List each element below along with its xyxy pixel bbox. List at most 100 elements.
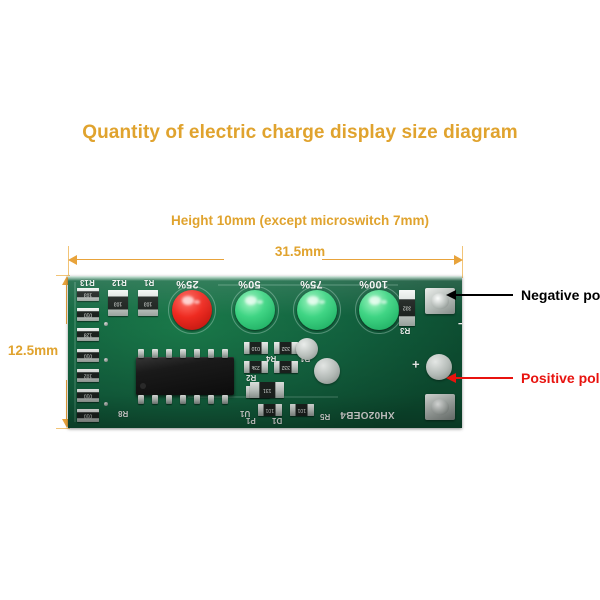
led-rim xyxy=(293,286,341,334)
smd-resistor: 101 xyxy=(290,404,314,416)
led-dome xyxy=(359,290,399,330)
ic-pin xyxy=(180,395,186,404)
smd-resistor: 103 xyxy=(77,288,99,301)
board-via xyxy=(104,358,108,362)
led-highlight xyxy=(245,296,258,306)
led-highlight-small xyxy=(256,299,263,305)
silkscreen-brand: XH02OEB4 xyxy=(340,409,395,420)
led-label-50: 50% xyxy=(238,278,261,290)
ic-pin xyxy=(180,349,186,358)
board-via xyxy=(104,402,108,406)
smd-resistor: 103 xyxy=(138,290,158,316)
silkscreen-r4: R4 xyxy=(266,354,277,363)
width-dimension-label: 31.5mm xyxy=(274,244,326,259)
smd-resistor-r3: 332 xyxy=(399,290,415,326)
led-highlight xyxy=(182,296,195,306)
arrow-bar-left xyxy=(74,259,224,260)
led-label-75: 75% xyxy=(300,278,323,290)
silkscreen-r13: R13 xyxy=(80,278,95,287)
callout-arrowhead xyxy=(446,373,456,383)
arrow-head-bottom xyxy=(61,419,72,428)
led-rim xyxy=(231,286,279,334)
arrow-head-right xyxy=(454,254,463,265)
pad-hole xyxy=(431,399,449,415)
ic-pin xyxy=(222,349,228,358)
width-dimension-arrow xyxy=(68,253,463,265)
silkscreen-r8: R8 xyxy=(118,409,129,418)
ic-pin xyxy=(208,395,214,404)
board-top-glare xyxy=(68,276,462,281)
ic-pin xyxy=(194,349,200,358)
led-label-100: 100% xyxy=(359,278,388,290)
led-highlight xyxy=(369,296,382,306)
smd-resistor: 128 xyxy=(77,328,99,341)
silkscreen-d1: D1 xyxy=(272,416,283,425)
smd-resistor: 103 xyxy=(108,290,128,316)
ic-pin xyxy=(208,349,214,358)
silkscreen-r1: R1 xyxy=(144,278,155,287)
ic-pin xyxy=(222,395,228,404)
silkscreen-plus: + xyxy=(412,357,420,372)
smd-diode-131: 131 xyxy=(250,382,284,398)
callout-negative-label: Negative pole xyxy=(521,287,600,303)
smd-resistor: 23k xyxy=(244,361,268,373)
ic-pin xyxy=(138,395,144,404)
silkscreen-p1: P1 xyxy=(246,416,256,425)
led-highlight-small xyxy=(380,299,387,305)
led-highlight-small xyxy=(193,299,200,305)
smd-resistor: 010 xyxy=(77,389,99,402)
ic-pin xyxy=(166,395,172,404)
led-25-percent xyxy=(168,286,216,334)
board-trace xyxy=(74,282,76,422)
ic-pin xyxy=(152,349,158,358)
guide-bottom-horizontal xyxy=(56,428,70,429)
ic-pin xyxy=(194,395,200,404)
led-dome xyxy=(172,290,212,330)
smd-resistor: 102 xyxy=(77,369,99,382)
ic-pin xyxy=(138,349,144,358)
test-pad xyxy=(296,338,318,360)
led-50-percent xyxy=(231,286,279,334)
silkscreen-r2: R2 xyxy=(246,373,257,382)
led-label-25: 25% xyxy=(176,278,199,290)
led-dome xyxy=(235,290,275,330)
led-rim xyxy=(168,286,216,334)
pcb-board: 103 010 128 010 102 010 010 R13 R12 R1 1… xyxy=(68,276,462,428)
silkscreen-minus: – xyxy=(458,317,462,332)
callout-line xyxy=(446,373,513,383)
silkscreen-r12: R12 xyxy=(112,278,127,287)
callout-negative-pole: Negative pole xyxy=(446,287,600,303)
arrow-bar-bottom xyxy=(66,380,67,422)
ic-pin xyxy=(166,349,172,358)
callout-positive-label: Positive pole xyxy=(521,370,600,386)
led-dome xyxy=(297,290,337,330)
height-note: Height 10mm (except microswitch 7mm) xyxy=(170,213,430,228)
callout-positive-pole: Positive pole xyxy=(446,370,600,386)
page-title: Quantity of electric charge display size… xyxy=(82,122,518,143)
smd-resistor: 332 xyxy=(274,361,298,373)
height-dimension-label: 12.5mm xyxy=(7,343,59,358)
smd-resistor: 010 xyxy=(77,409,99,422)
smd-resistor: 332 xyxy=(274,342,298,354)
guide-top-horizontal xyxy=(56,275,70,276)
ic-pin xyxy=(152,395,158,404)
arrow-bar-top xyxy=(66,282,67,324)
ic-chip xyxy=(136,357,234,395)
led-75-percent xyxy=(293,286,341,334)
smd-resistor: 010 xyxy=(77,349,99,362)
led-highlight-small xyxy=(318,299,325,305)
height-dimension-arrow xyxy=(60,276,72,428)
silkscreen-r5: R5 xyxy=(320,412,331,421)
smd-resistor: 101 xyxy=(258,404,282,416)
smd-resistor: 010 xyxy=(77,308,99,321)
pad-hole xyxy=(431,293,449,309)
test-pad xyxy=(314,358,340,384)
arrow-head-left xyxy=(68,254,77,265)
led-100-percent xyxy=(355,286,403,334)
led-highlight xyxy=(307,296,320,306)
board-via xyxy=(104,322,108,326)
silkscreen-r3: R3 xyxy=(400,326,411,335)
board-trace xyxy=(218,284,398,286)
arrow-head-top xyxy=(61,276,72,285)
